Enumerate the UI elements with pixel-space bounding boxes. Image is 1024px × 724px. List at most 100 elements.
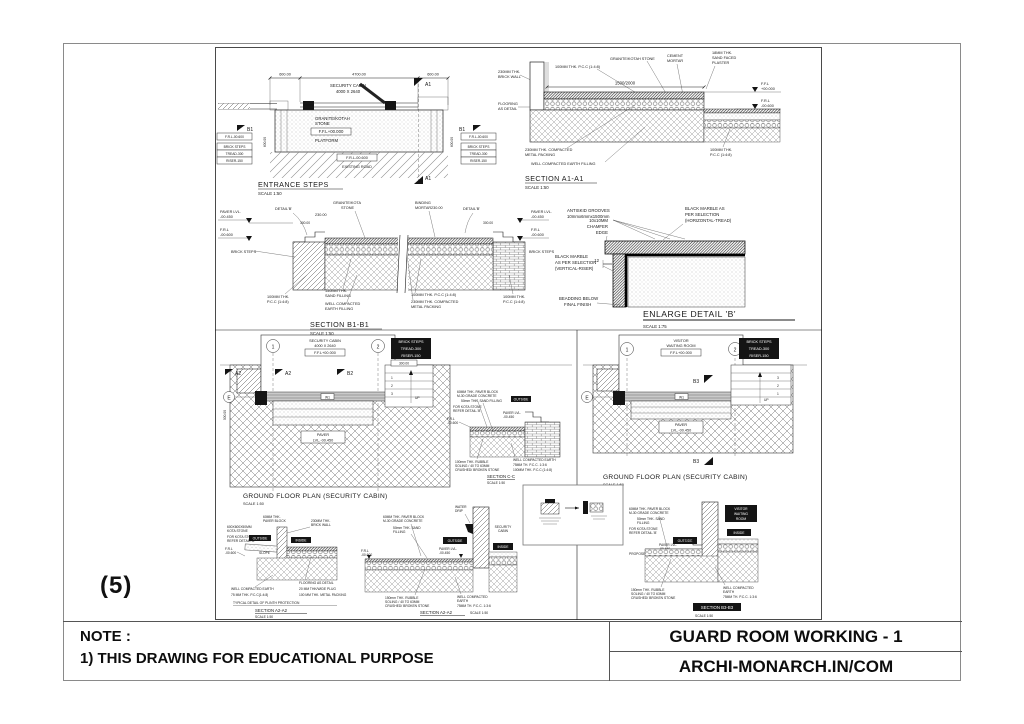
svg-text:P.C.C (1:4:8): P.C.C (1:4:8) [267,300,289,304]
svg-text:PAVER LVL.: PAVER LVL. [439,547,457,551]
svg-text:FILLING: FILLING [393,530,406,534]
svg-text:230MM THK.: 230MM THK. [311,519,330,523]
svg-text:-00.600: -00.600 [225,551,236,555]
svg-text:20 MM THK/WIDE PLUG: 20 MM THK/WIDE PLUG [299,587,336,591]
svg-text:DETAIL'B': DETAIL'B' [463,207,480,211]
svg-text:SCALE 1:50: SCALE 1:50 [258,191,282,196]
note-strip: NOTE : 1) THIS DRAWING FOR EDUCATIONAL P… [63,621,609,681]
svg-text:1: 1 [272,345,275,351]
svg-text:FLOORING: FLOORING [498,102,518,106]
svg-text:-00.600: -00.600 [761,104,774,108]
svg-text:M-30 GRADE CONCRETE: M-30 GRADE CONCRETE [383,519,423,523]
svg-text:1: 1 [626,348,629,354]
svg-text:-00.450: -00.450 [531,215,544,219]
svg-text:75MM TH. P.C.C. 1:3:6: 75MM TH. P.C.C. 1:3:6 [513,463,547,467]
svg-text:BRICK STEPS: BRICK STEPS [746,340,772,344]
svg-text:UP: UP [764,398,769,402]
svg-text:150MM THK.: 150MM THK. [325,289,347,293]
note-heading: NOTE : [80,628,131,645]
svg-text:BRICK STEPS: BRICK STEPS [231,250,257,254]
svg-text:F.F.L: F.F.L [761,82,769,86]
svg-text:600.00: 600.00 [450,137,454,147]
svg-text:FOR KOTA STONE: FOR KOTA STONE [629,527,658,531]
section-b1-drawing: PAVER LVL. -00.450 F.R.L -00.600 BRICK S… [218,201,555,336]
svg-text:4000 X 2640: 4000 X 2640 [314,344,336,348]
svg-text:AS DETAIL: AS DETAIL [498,107,517,111]
svg-text:SLOPE: SLOPE [259,551,271,555]
ground-floor-plan-left: 1 2 SECURITY CABIN 4000 X 2640 F.F.L+00.… [220,334,572,506]
svg-text:SECURITY: SECURITY [495,525,512,529]
svg-text:WAITING: WAITING [734,512,748,516]
svg-text:F.R.L: F.R.L [761,99,770,103]
svg-text:SCALE 1:50: SCALE 1:50 [470,611,488,615]
enlarge-detail-b-drawing: ANTISKID GROOVES 10mmx6mmx1500mm BLACK M… [555,206,795,329]
svg-text:50mm THK. SAND FILLING: 50mm THK. SAND FILLING [461,399,502,403]
svg-text:SCALE 1:50: SCALE 1:50 [695,614,713,618]
svg-text:1: 1 [391,376,393,380]
svg-text:SAND FILLING: SAND FILLING [325,294,351,298]
drawing-panel: 600.00 4700.00 600.00 SECURITY CABIN 400… [215,47,822,620]
svg-text:150mm THK. RUBBLE: 150mm THK. RUBBLE [385,596,419,600]
svg-text:230.00: 230.00 [315,213,327,217]
section-a2-drawing: WATER DRIP OUTSIDE SECURITY CABIN INSIDE… [361,505,518,616]
svg-text:18MM THK.: 18MM THK. [712,51,732,55]
section-b1-title: SECTION B1-B1 [310,320,369,329]
svg-text:60MM THK. PAVER BLOCK: 60MM THK. PAVER BLOCK [457,390,499,394]
svg-text:PLASTER: PLASTER [712,61,730,65]
svg-text:P.C.C (1:4:8): P.C.C (1:4:8) [710,153,732,157]
svg-text:100MM THK. P.C.C (1:4:8): 100MM THK. P.C.C (1:4:8) [513,468,552,472]
svg-text:BRICK STEPS: BRICK STEPS [529,250,555,254]
note-line-1: 1) THIS DRAWING FOR EDUCATIONAL PURPOSE [80,650,434,667]
svg-text:PAVER LVL.: PAVER LVL. [531,210,552,214]
svg-text:WELL COMPACTED EARTH: WELL COMPACTED EARTH [231,587,274,591]
ground-floor-plan-right: 1 2 VISITOR WAITING ROOM F.F.L+00.000 W1… [581,334,807,487]
svg-text:60MM THK. PAVER BLOCK: 60MM THK. PAVER BLOCK [383,515,425,519]
svg-text:BLACK MARBLE AS: BLACK MARBLE AS [685,206,725,211]
svg-text:AS PER SELECTION: AS PER SELECTION [555,260,596,265]
svg-text:FOR KOTA STONE: FOR KOTA STONE [227,535,256,539]
svg-text:WELL COMPACTED EARTH FILLING: WELL COMPACTED EARTH FILLING [531,162,596,166]
svg-text:F.R.L: F.R.L [447,417,455,421]
svg-text:300.00: 300.00 [300,221,310,225]
svg-text:+00.000: +00.000 [761,87,775,91]
svg-text:CHAMFER: CHAMFER [587,224,608,229]
svg-text:W1: W1 [679,396,684,400]
svg-text:REFER DETAIL-'B': REFER DETAIL-'B' [227,539,255,543]
svg-text:230.00: 230.00 [431,206,443,210]
svg-text:B2: B2 [347,371,353,377]
svg-text:METAL PACKING: METAL PACKING [411,305,441,309]
svg-text:BRICK STEPS: BRICK STEPS [224,145,247,149]
svg-text:SAND FACED: SAND FACED [712,56,737,60]
section-a1-drawing: 230MM THK. BRICK WALL 100MM THK. P.C.C (… [498,51,781,190]
svg-text:REFER DETAIL-'B': REFER DETAIL-'B' [453,409,481,413]
svg-text:F.R.L: F.R.L [531,228,540,232]
svg-text:100mm THK. RUBBLE: 100mm THK. RUBBLE [455,460,489,464]
svg-text:F.R.L: F.R.L [220,228,229,232]
panel-border [215,47,822,620]
svg-text:TREAD-300: TREAD-300 [226,152,244,156]
svg-text:B1: B1 [247,127,253,133]
svg-text:EARTH: EARTH [457,599,469,603]
svg-text:230MM THK. COMPACTED: 230MM THK. COMPACTED [411,300,459,304]
svg-text:SCALE 1:50: SCALE 1:50 [243,502,264,506]
svg-text:TREAD-300: TREAD-300 [401,347,421,351]
svg-text:BINDING: BINDING [415,201,431,205]
svg-text:VISITOR: VISITOR [673,339,688,343]
svg-text:10mmx6mmx1500mm: 10mmx6mmx1500mm [567,214,610,219]
svg-text:PAVER LVL.: PAVER LVL. [220,210,241,214]
svg-text:OUTSIDE: OUTSIDE [514,398,529,402]
page-number: (5) [100,572,133,599]
section-b3-drawing: 60MM THK. PAVER BLOCK M-30 GRADE CONCRET… [629,501,759,618]
svg-text:KOTA STONE: KOTA STONE [227,529,249,533]
svg-text:A2: A2 [235,371,241,377]
svg-text:A2: A2 [285,371,291,377]
svg-text:SCALE 1:50: SCALE 1:50 [310,331,334,336]
svg-text:B1: B1 [459,127,465,133]
svg-text:PAVER BLOCK: PAVER BLOCK [263,519,287,523]
svg-text:LVL.-00.450: LVL.-00.450 [313,439,333,443]
svg-text:DETAIL'B': DETAIL'B' [275,207,292,211]
svg-text:M-30 GRADE CONCRETE: M-30 GRADE CONCRETE [457,394,497,398]
svg-text:50mm THK. SAND: 50mm THK. SAND [393,526,421,530]
svg-text:SOLING / 40 TO 63MM: SOLING / 40 TO 63MM [385,600,420,604]
drawing-canvas: 600.00 4700.00 600.00 SECURITY CABIN 400… [215,47,822,620]
